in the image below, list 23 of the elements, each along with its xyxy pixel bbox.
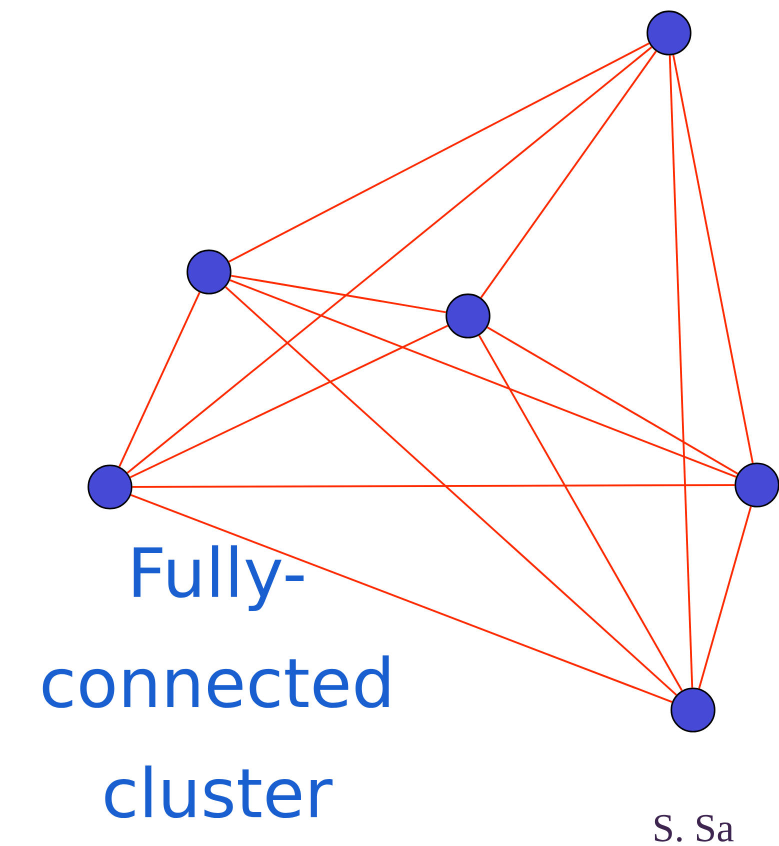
edge-line bbox=[486, 326, 738, 474]
graph-node bbox=[670, 688, 716, 732]
edge-line bbox=[130, 324, 448, 478]
graph-node bbox=[88, 464, 132, 510]
edge-line bbox=[118, 292, 200, 468]
edge-line bbox=[230, 274, 446, 314]
edge-line bbox=[698, 506, 752, 689]
edge-line bbox=[480, 50, 657, 298]
graph-node bbox=[734, 462, 779, 508]
edge-line bbox=[672, 54, 754, 464]
edge-line bbox=[228, 42, 650, 262]
graph-node bbox=[186, 250, 232, 294]
graph-node bbox=[646, 10, 692, 56]
edge-line bbox=[126, 46, 652, 474]
edge-line bbox=[132, 484, 735, 488]
edge-line bbox=[478, 335, 683, 691]
edge-line bbox=[130, 494, 672, 703]
edge-line bbox=[225, 286, 677, 696]
graph-node bbox=[446, 294, 490, 338]
edge-line bbox=[668, 55, 694, 688]
citation-text: S. Sa bbox=[654, 814, 734, 842]
caption-text: Fully-connected cluster bbox=[42, 545, 389, 818]
edge-line bbox=[230, 279, 736, 478]
